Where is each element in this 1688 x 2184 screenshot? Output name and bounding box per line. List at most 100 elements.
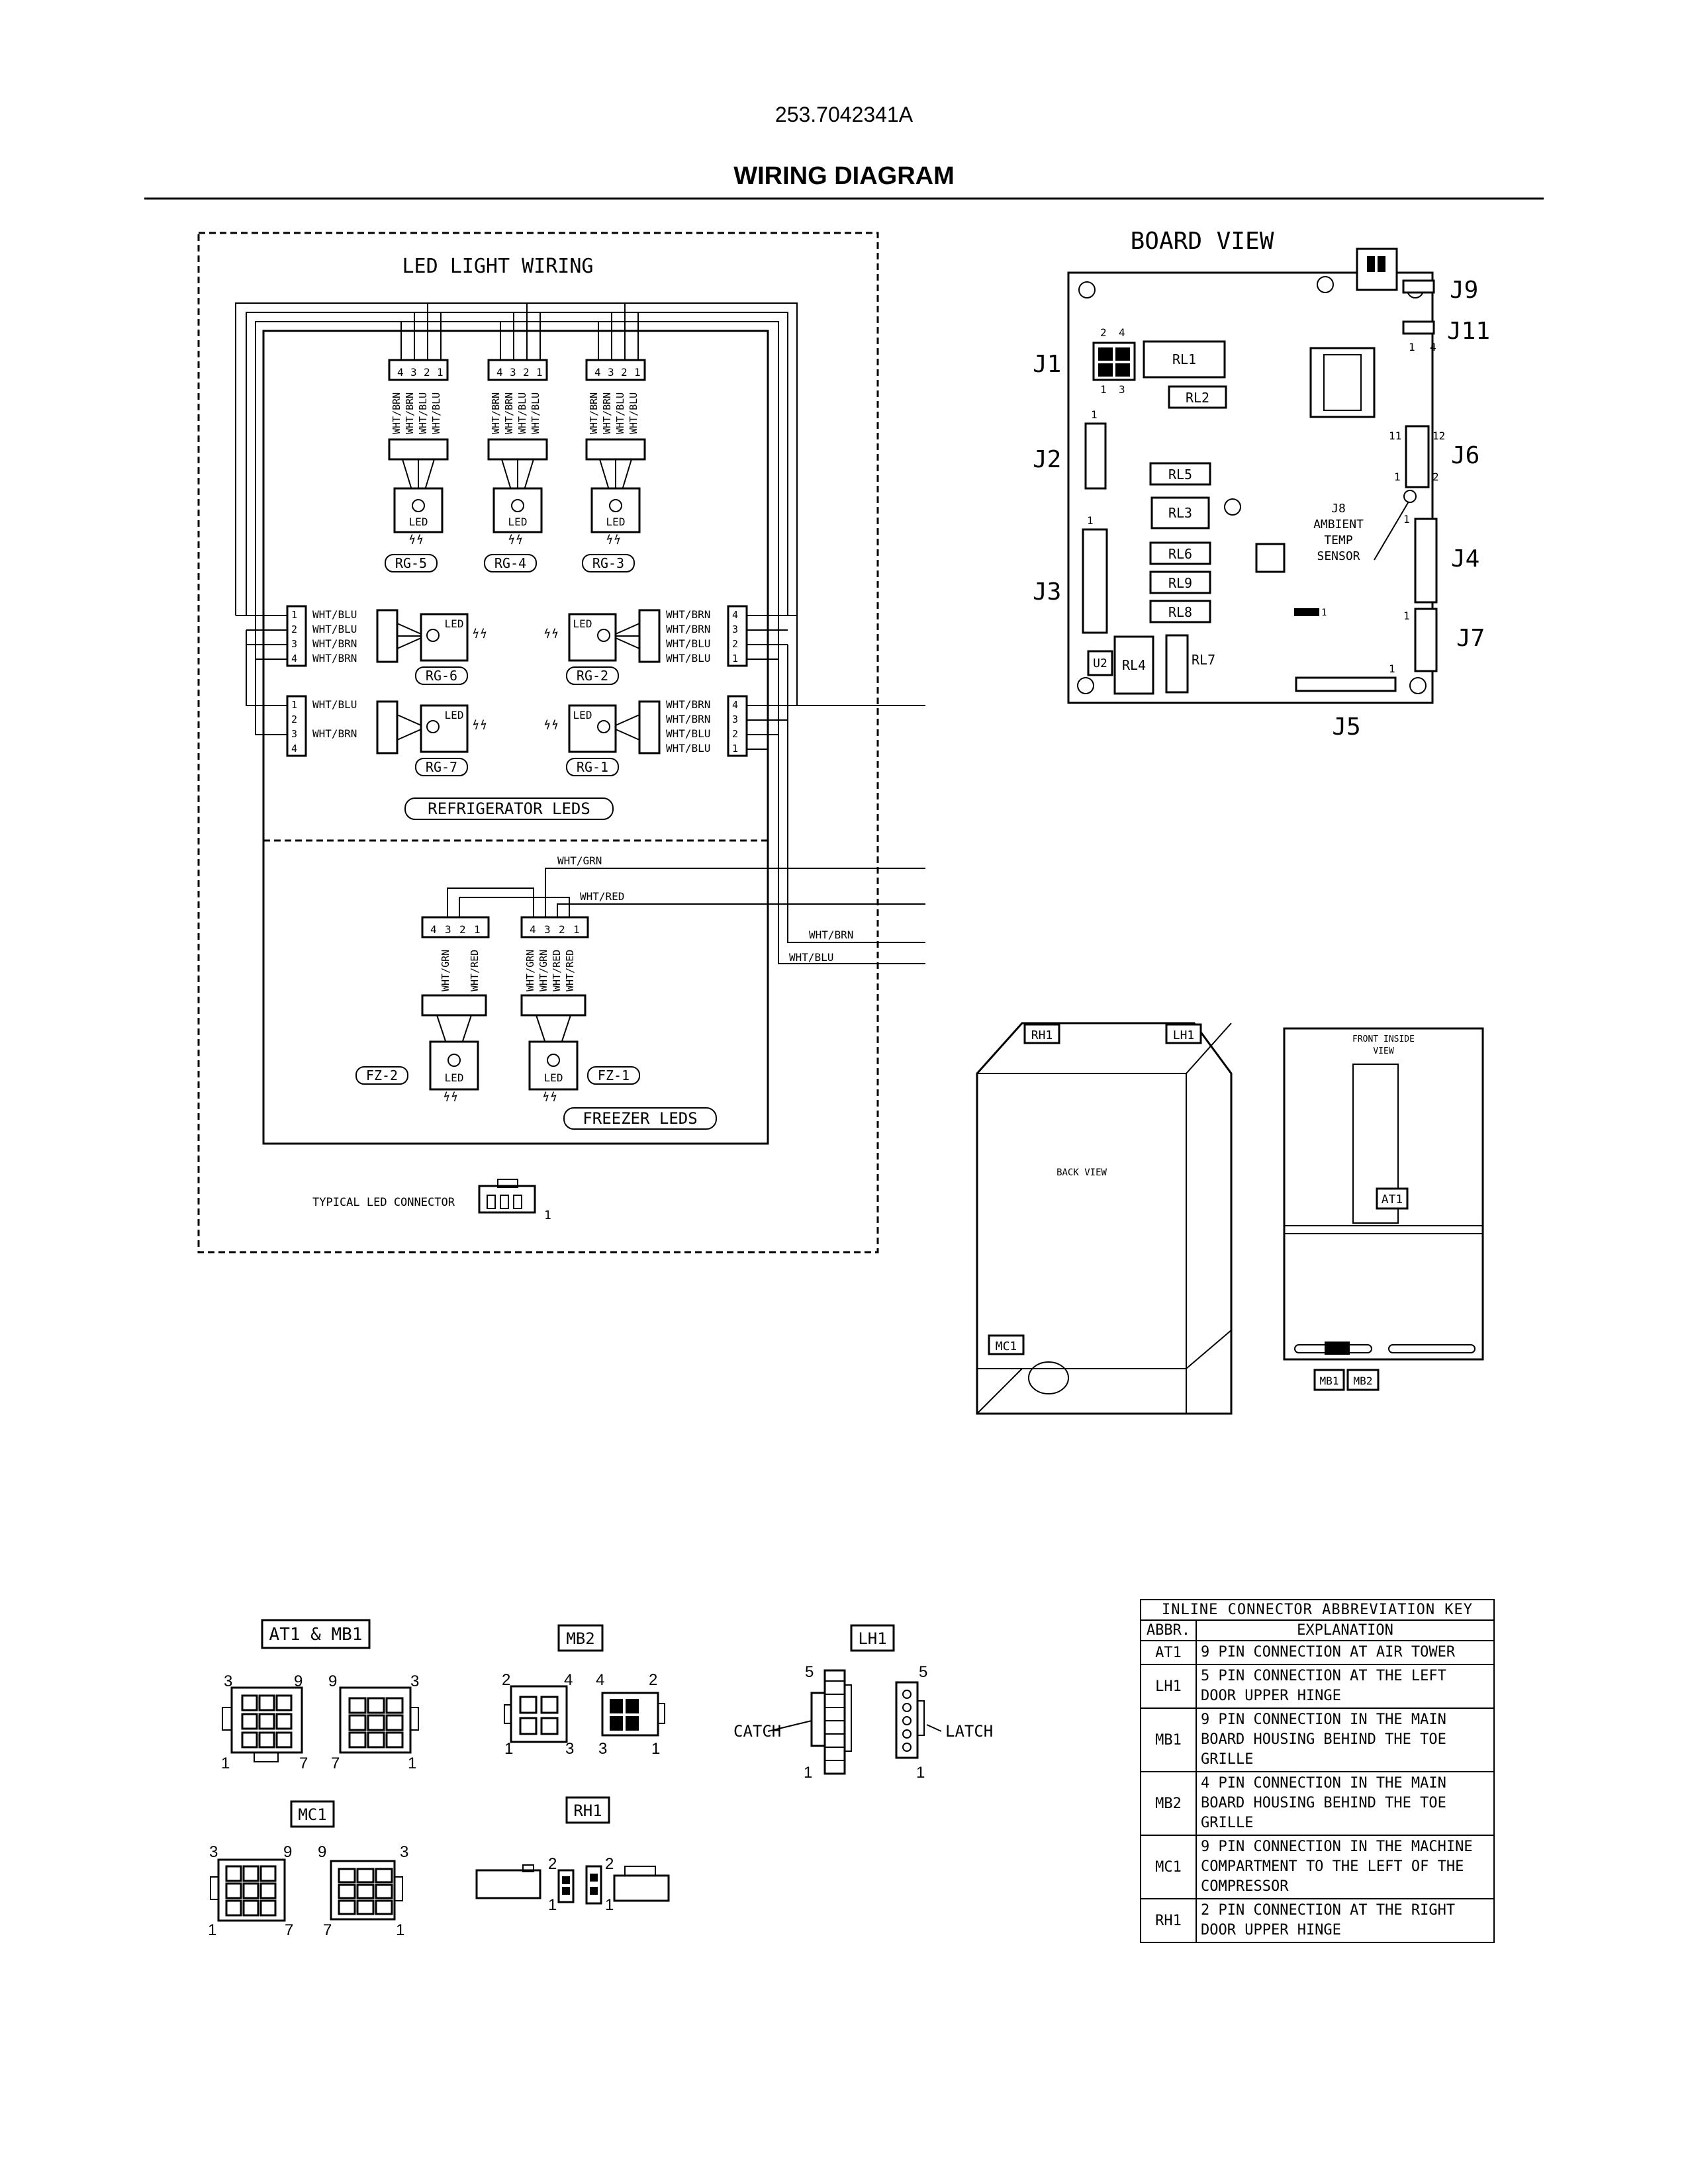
svg-text:LH1: LH1 — [1173, 1028, 1195, 1042]
svg-text:2: 2 — [605, 1855, 614, 1873]
svg-text:U2: U2 — [1093, 657, 1107, 670]
svg-text:12: 12 — [1432, 430, 1445, 442]
j3-label: J3 — [1033, 578, 1061, 606]
svg-text:RL8: RL8 — [1168, 604, 1192, 620]
latch-label: LATCH — [945, 1722, 993, 1741]
lead-wht-grn — [545, 868, 925, 927]
rg5-label: RG-5 — [395, 555, 427, 571]
mb2-title: MB2 — [566, 1629, 594, 1648]
key-abbr: RH1 — [1140, 1898, 1197, 1943]
board-view-panel: BOARD VIEW J9 J11 1 4 2 4 1 3 J1 RL1 RL2… — [1033, 228, 1490, 741]
connector-rh1: RH1 2 1 2 1 — [475, 1796, 670, 1914]
svg-text:5: 5 — [919, 1663, 927, 1681]
j1-label: J1 — [1033, 351, 1061, 378]
svg-text:4: 4 — [530, 923, 536, 936]
lead-wht-brn-label: WHT/BRN — [809, 929, 853, 941]
svg-text:WHT/BLU: WHT/BLU — [666, 742, 710, 754]
rh1-tag — [1023, 1023, 1060, 1044]
mb2-tag — [1346, 1369, 1380, 1391]
lead-wht-grn-label: WHT/GRN — [557, 854, 602, 867]
j5-connector — [1295, 676, 1397, 692]
svg-text:4: 4 — [1430, 341, 1436, 353]
svg-text:RL5: RL5 — [1168, 467, 1192, 482]
key-explanation: 4 PIN CONNECTION IN THE MAIN BOARD HOUSI… — [1196, 1771, 1495, 1836]
svg-text:WHT/BRN: WHT/BRN — [490, 392, 502, 434]
svg-text:2: 2 — [1432, 471, 1439, 483]
svg-text:WHT/BLU: WHT/BLU — [417, 392, 429, 434]
j2-label: J2 — [1033, 446, 1061, 473]
svg-text:2: 2 — [459, 923, 466, 936]
key-row: MB1 9 PIN CONNECTION IN THE MAIN BOARD H… — [1140, 1707, 1495, 1772]
relay-rl9 — [1149, 570, 1211, 594]
page-title: WIRING DIAGRAM — [733, 162, 955, 190]
svg-text:2: 2 — [291, 623, 297, 635]
lead-wht-blu — [778, 735, 925, 964]
front-inside-view-label-1: FRONT INSIDE — [1352, 1034, 1415, 1044]
svg-text:9: 9 — [318, 1843, 326, 1861]
svg-text:1: 1 — [208, 1921, 216, 1939]
svg-text:RL6: RL6 — [1168, 546, 1192, 562]
catch-label: CATCH — [733, 1722, 781, 1741]
key-explanation: 5 PIN CONNECTION AT THE LEFT DOOR UPPER … — [1196, 1664, 1495, 1709]
svg-text:MB2: MB2 — [1354, 1375, 1373, 1387]
svg-text:1: 1 — [651, 1740, 660, 1758]
svg-text:1: 1 — [474, 923, 481, 936]
relay-rl7 — [1165, 634, 1189, 694]
typical-led-connector-pin: 1 — [544, 1208, 551, 1222]
svg-text:4: 4 — [564, 1671, 573, 1689]
j8-label-line3: TEMP — [1324, 533, 1353, 547]
rg4-label: RG-4 — [494, 555, 526, 571]
rg1-label: RG-1 — [577, 759, 608, 775]
mc1-title: MC1 — [298, 1805, 326, 1824]
freezer-connector-fz1: 4 3 2 1 WHT/GRN WHT/GRN WHT/RED WHT/RED … — [520, 916, 640, 1102]
svg-text:1: 1 — [573, 923, 580, 936]
key-explanation: 9 PIN CONNECTION IN THE MACHINE COMPARTM… — [1196, 1835, 1495, 1899]
key-abbr: MB1 — [1140, 1707, 1197, 1772]
relay-rl4 — [1113, 635, 1154, 695]
svg-text:WHT/BRN: WHT/BRN — [666, 713, 710, 725]
svg-text:4: 4 — [732, 699, 738, 711]
front-inside-view-label-2: VIEW — [1373, 1046, 1393, 1056]
svg-text:1: 1 — [732, 743, 738, 754]
key-explanation: 9 PIN CONNECTION IN THE MAIN BOARD HOUSI… — [1196, 1707, 1495, 1772]
svg-text:WHT/BRN: WHT/BRN — [404, 392, 416, 434]
relay-rl5 — [1149, 462, 1211, 486]
top-connector-rg4: 4 3 2 1 WHT/BRN WHT/BRN WHT/BLU WHT/BLU … — [484, 303, 548, 572]
rh1-title: RH1 — [573, 1801, 602, 1820]
power-module — [1309, 347, 1376, 418]
relay-rl1 — [1143, 340, 1226, 379]
svg-text:3: 3 — [598, 1740, 607, 1758]
svg-text:WHT/BRN: WHT/BRN — [312, 727, 357, 740]
svg-text:1: 1 — [291, 699, 297, 711]
key-row: RH1 2 PIN CONNECTION AT THE RIGHT DOOR U… — [1140, 1898, 1495, 1943]
j8-sensor-point — [1403, 490, 1417, 503]
j11-label: J11 — [1447, 318, 1490, 345]
svg-text:7: 7 — [299, 1754, 308, 1772]
connector-mc1: MC1 3 9 1 7 9 3 7 1 — [208, 1800, 408, 1939]
svg-text:7: 7 — [331, 1754, 340, 1772]
lead-wht-red-label: WHT/RED — [580, 890, 624, 903]
rg6-label: RG-6 — [426, 668, 457, 684]
left-connector-rg6: 1 2 3 4 WHT/BLU WHT/BLU WHT/BRN WHT/BRN … — [236, 605, 487, 685]
key-explanation: 9 PIN CONNECTION AT AIR TOWER — [1196, 1640, 1495, 1665]
svg-text:LED: LED — [606, 516, 626, 528]
svg-text:1: 1 — [221, 1754, 230, 1772]
svg-text:7: 7 — [285, 1921, 293, 1939]
svg-text:MC1: MC1 — [996, 1340, 1017, 1353]
control-board — [1067, 271, 1434, 704]
svg-text:4: 4 — [596, 1671, 604, 1689]
svg-text:1: 1 — [1100, 383, 1107, 396]
svg-text:2: 2 — [523, 366, 530, 379]
svg-text:3: 3 — [410, 1672, 419, 1690]
svg-text:2: 2 — [1100, 326, 1107, 339]
svg-text:WHT/BLU: WHT/BLU — [666, 652, 710, 664]
svg-text:LED: LED — [508, 516, 528, 528]
key-row: MB2 4 PIN CONNECTION IN THE MAIN BOARD H… — [1140, 1771, 1495, 1836]
key-abbr: MC1 — [1140, 1835, 1197, 1899]
at1-mb1-title: AT1 & MB1 — [269, 1625, 363, 1645]
svg-text:1: 1 — [916, 1764, 925, 1782]
svg-text:WHT/RED: WHT/RED — [551, 950, 563, 991]
left-connector-rg7: 1 2 3 4 WHT/BLU WHT/BRN LED RG-7 — [246, 630, 487, 776]
j5-label: J5 — [1332, 713, 1360, 741]
